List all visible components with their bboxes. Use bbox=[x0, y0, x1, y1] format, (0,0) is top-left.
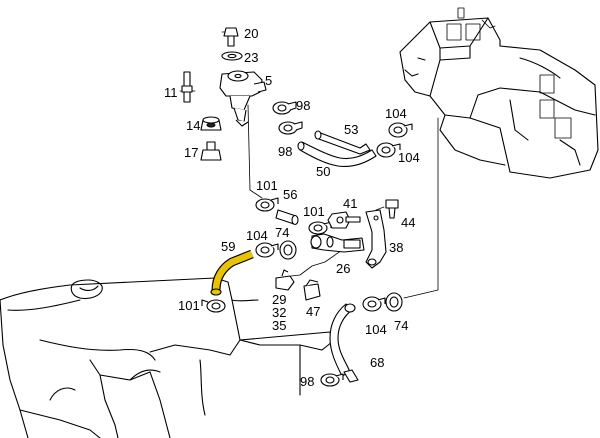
label-59: 59 bbox=[221, 239, 235, 254]
part-14-mount bbox=[200, 116, 222, 131]
clamp-104-d bbox=[362, 296, 386, 312]
label-20: 20 bbox=[244, 26, 258, 41]
hose-50 bbox=[297, 141, 377, 168]
heater-box bbox=[399, 7, 599, 179]
clamp-101-b bbox=[308, 221, 332, 235]
part-23-washer bbox=[221, 51, 243, 61]
part-11-stud bbox=[181, 71, 193, 103]
hose-59-highlighted bbox=[210, 249, 254, 296]
hose-68 bbox=[329, 303, 359, 383]
label-104-b: 104 bbox=[398, 150, 420, 165]
valve-26 bbox=[310, 233, 365, 253]
leader-lines bbox=[179, 31, 439, 299]
label-50: 50 bbox=[316, 164, 330, 179]
hose-59-end bbox=[210, 288, 222, 296]
clamp-101-c bbox=[201, 299, 226, 313]
part-17-mount bbox=[200, 141, 222, 161]
label-68: 68 bbox=[370, 355, 384, 370]
cap-47 bbox=[303, 279, 321, 301]
label-23: 23 bbox=[244, 50, 258, 65]
label-29: 29 bbox=[272, 292, 286, 307]
hose-53 bbox=[314, 130, 371, 155]
connector-29 bbox=[275, 269, 295, 291]
clamp-104-b bbox=[376, 142, 401, 158]
label-35: 35 bbox=[272, 318, 286, 333]
label-56: 56 bbox=[283, 187, 297, 202]
label-14: 14 bbox=[186, 118, 200, 133]
clamp-101-a bbox=[255, 197, 279, 212]
clamp-98-upper bbox=[272, 101, 297, 115]
label-104-a: 104 bbox=[385, 106, 407, 121]
callout-labels: 20 23 5 11 14 17 98 98 53 50 104 104 101… bbox=[164, 26, 420, 389]
hose-59-fill bbox=[212, 250, 254, 291]
label-38: 38 bbox=[389, 240, 403, 255]
bolt-41 bbox=[327, 211, 361, 229]
hose-56 bbox=[275, 209, 299, 226]
label-53: 53 bbox=[344, 122, 358, 137]
label-44: 44 bbox=[401, 215, 415, 230]
label-98-b: 98 bbox=[278, 144, 292, 159]
screw-44 bbox=[385, 199, 399, 219]
label-17: 17 bbox=[184, 145, 198, 160]
clamp-104-c bbox=[255, 242, 279, 258]
part-20-bolt bbox=[223, 27, 239, 47]
label-98-a: 98 bbox=[296, 98, 310, 113]
label-5: 5 bbox=[265, 73, 272, 88]
label-98-c: 98 bbox=[300, 374, 314, 389]
label-11: 11 bbox=[164, 85, 178, 100]
label-47: 47 bbox=[306, 304, 320, 319]
clamp-98-middle bbox=[278, 121, 303, 135]
label-101-a: 101 bbox=[256, 178, 278, 193]
label-74-a: 74 bbox=[275, 225, 289, 240]
bracket-38 bbox=[365, 209, 387, 269]
label-32: 32 bbox=[272, 305, 286, 320]
label-41: 41 bbox=[343, 196, 357, 211]
grommet-74-a bbox=[279, 240, 297, 260]
label-104-c: 104 bbox=[246, 228, 268, 243]
clamp-98-lower bbox=[320, 373, 344, 387]
label-101-c: 101 bbox=[178, 298, 200, 313]
label-26: 26 bbox=[336, 261, 350, 276]
engine-block bbox=[0, 277, 333, 438]
label-74-b: 74 bbox=[394, 318, 408, 333]
part-5-valve bbox=[219, 70, 267, 127]
label-104-d: 104 bbox=[365, 322, 387, 337]
grommet-74-b bbox=[385, 292, 403, 312]
clamp-104-a bbox=[388, 122, 413, 138]
label-101-b: 101 bbox=[303, 204, 325, 219]
